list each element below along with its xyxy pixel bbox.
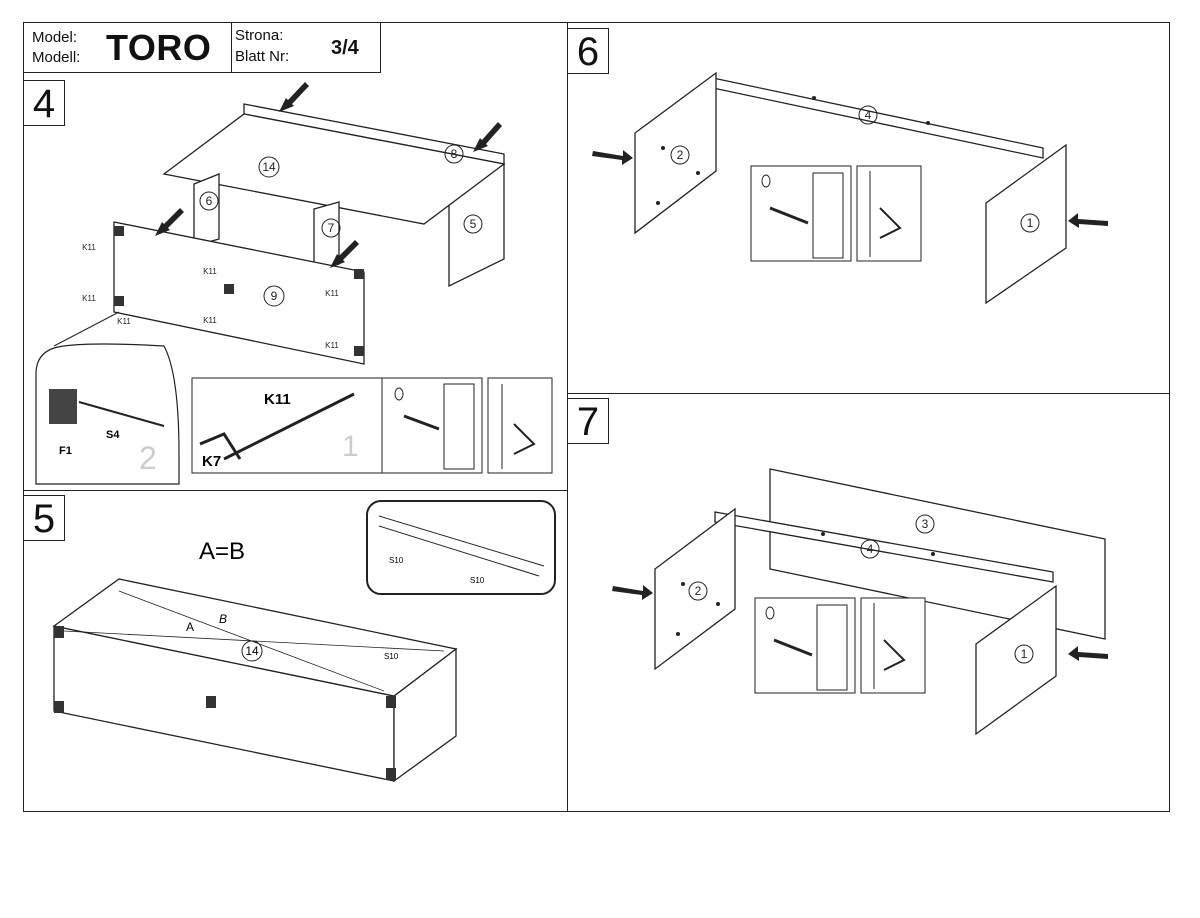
fitting-k11: K11 [203,316,217,325]
cam-detail-box [381,377,483,474]
s10-detail-bubble: S10 S10 [366,500,556,595]
header-block: Model: Modell: TORO Strona: Blatt Nr: 3/… [23,22,381,73]
part-label-2: 2 [677,148,684,162]
model-label-pl: Model: [32,29,78,46]
part-label-1: 1 [1027,216,1034,230]
arrow-icon [592,150,633,165]
page-cell: Strona: Blatt Nr: 3/4 [231,23,381,72]
fitting-mark [206,696,216,708]
fitting-mark [354,269,364,279]
label-k7: K7 [202,453,221,470]
part-label-9: 9 [271,289,278,303]
fitting-k11: K11 [325,341,339,350]
part-label-4: 4 [867,542,874,556]
row-divider-left [23,490,568,491]
cam-detail-box [754,597,856,694]
side-panel-2 [654,507,736,671]
model-cell: Model: Modell: TORO [24,23,232,72]
model-label-de: Modell: [32,49,81,66]
rail-panel-4 [712,77,1044,159]
step-5-drawing: A=B A B 14 S10 S10 S10 [52,500,556,783]
fitting-k11: K11 [82,243,96,252]
fitting-mark [54,701,64,713]
arrow-icon [473,122,502,152]
fitting-k11: K11 [117,317,131,326]
part-label-5: 5 [470,217,477,231]
page-number: 3/4 [331,37,359,59]
side-panel-1 [985,143,1067,305]
arrow-icon [1068,646,1108,661]
fitting-mark [114,226,124,236]
fitting-k11: K11 [82,294,96,303]
fitting-s10: S10 [470,576,485,585]
part-label-7: 7 [328,221,335,235]
step-6-number: 6 [567,28,609,74]
part-label-4: 4 [865,108,872,122]
part-label-2: 2 [695,584,702,598]
fitting-mark [354,346,364,356]
model-name: TORO [106,27,212,68]
part-label-8: 8 [451,147,458,161]
fitting-mark [224,284,234,294]
step-7-number: 7 [567,398,609,444]
fitting-mark [54,626,64,638]
detail-bubble-2: F1 S4 2 [35,311,180,485]
part-label-6: 6 [206,194,213,208]
diagonal-a: A [186,620,194,634]
fitting-mark [386,696,396,708]
arrow-icon [1068,213,1108,228]
arrow-icon [155,208,184,236]
fitting-k11: K11 [203,267,217,276]
part-label-14: 14 [245,644,259,658]
step-4-number: 4 [23,80,65,126]
f1-fitting-icon [49,389,77,424]
side-panel-1 [975,584,1057,736]
fitting-s10: S10 [384,652,399,661]
step-7-drawing: 3 4 2 1 [612,468,1108,736]
front-panel-9 [113,221,365,365]
cam-detail-box [750,165,852,262]
fitting-s10: S10 [389,556,404,565]
step-4-drawing: 14 8 6 7 5 9 K11 K11 K11 K11 K11 K11 K11… [35,82,553,485]
arrow-icon [279,82,309,112]
wrench-detail-box [487,377,553,474]
diagonal-b: B [219,612,227,626]
part-label-14: 14 [262,160,276,174]
instruction-sheet [23,22,1170,812]
wrench-detail-box [856,165,922,262]
label-f1: F1 [59,445,72,457]
part-label-1: 1 [1021,647,1028,661]
wrench-detail-box [860,597,926,694]
page-label-pl: Strona: [235,27,284,44]
rail-panel-4 [714,511,1054,583]
fitting-mark [386,768,396,780]
cabinet-top-opening [52,578,458,697]
fitting-mark [114,296,124,306]
detail-number-2: 2 [139,440,157,476]
equation-a-equals-b: A=B [199,538,245,565]
arrow-icon [330,240,359,268]
step-6-drawing: 2 4 1 [592,71,1108,305]
label-s4: S4 [106,429,120,441]
row-divider-right [567,393,1170,394]
page-label-de: Blatt Nr: [235,48,290,65]
side-panel-2 [634,71,717,235]
detail-box-1: K11 K7 1 [191,377,397,474]
detail-number-1: 1 [342,430,359,463]
fitting-k11: K11 [325,289,339,298]
arrow-icon [612,585,653,600]
step-5-number: 5 [23,495,65,541]
label-k11: K11 [264,391,291,408]
part-label-3: 3 [922,517,929,531]
